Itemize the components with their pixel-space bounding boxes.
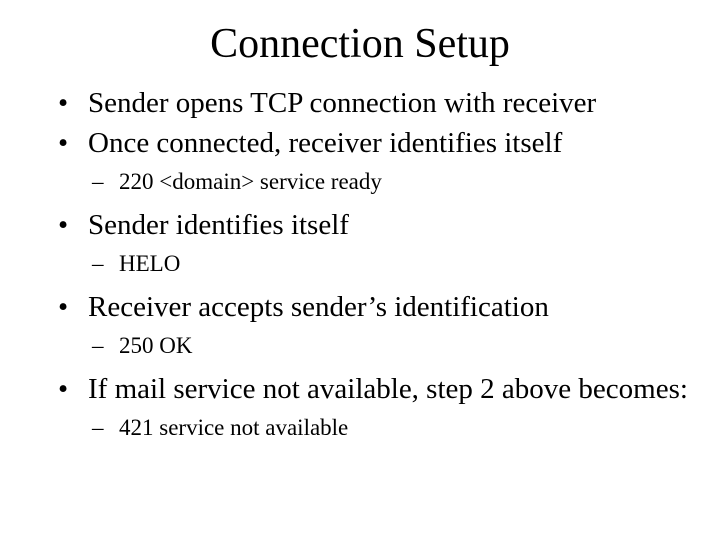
list-item-label: 250 OK [119,333,193,358]
list-item-label: Once connected, receiver identifies itse… [88,127,563,159]
bullet-list: • Sender opens TCP connection with recei… [0,83,720,445]
dash-marker-icon: – [92,333,104,358]
list-item: • If mail service not available, step 2 … [0,369,720,409]
dash-marker-icon: – [92,251,104,276]
page-title: Connection Setup [210,21,510,67]
list-item: – 220 <domain> service ready [0,165,720,199]
list-item-label: Sender identifies itself [88,209,349,241]
list-item-label: Receiver accepts sender’s identification [88,291,549,323]
bullet-marker-icon: • [58,291,69,323]
list-item: – 250 OK [0,329,720,363]
bullet-marker-icon: • [58,127,69,159]
bullet-marker-icon: • [58,209,69,241]
list-item-label: Sender opens TCP connection with receive… [88,87,597,119]
list-item-label: 421 service not available [119,415,349,440]
list-item: – 421 service not available [0,411,720,445]
list-item-label: HELO [119,251,181,276]
list-item-label: 220 <domain> service ready [119,169,382,194]
list-item: – HELO [0,247,720,281]
list-item-label: If mail service not available, step 2 ab… [88,373,688,405]
list-item: • Sender opens TCP connection with recei… [0,83,720,123]
dash-marker-icon: – [92,169,104,194]
list-item: • Receiver accepts sender’s identificati… [0,287,720,327]
bullet-marker-icon: • [58,87,69,119]
list-item: • Sender identifies itself [0,205,720,245]
dash-marker-icon: – [92,415,104,440]
list-item: • Once connected, receiver identifies it… [0,123,720,163]
bullet-marker-icon: • [58,373,69,405]
